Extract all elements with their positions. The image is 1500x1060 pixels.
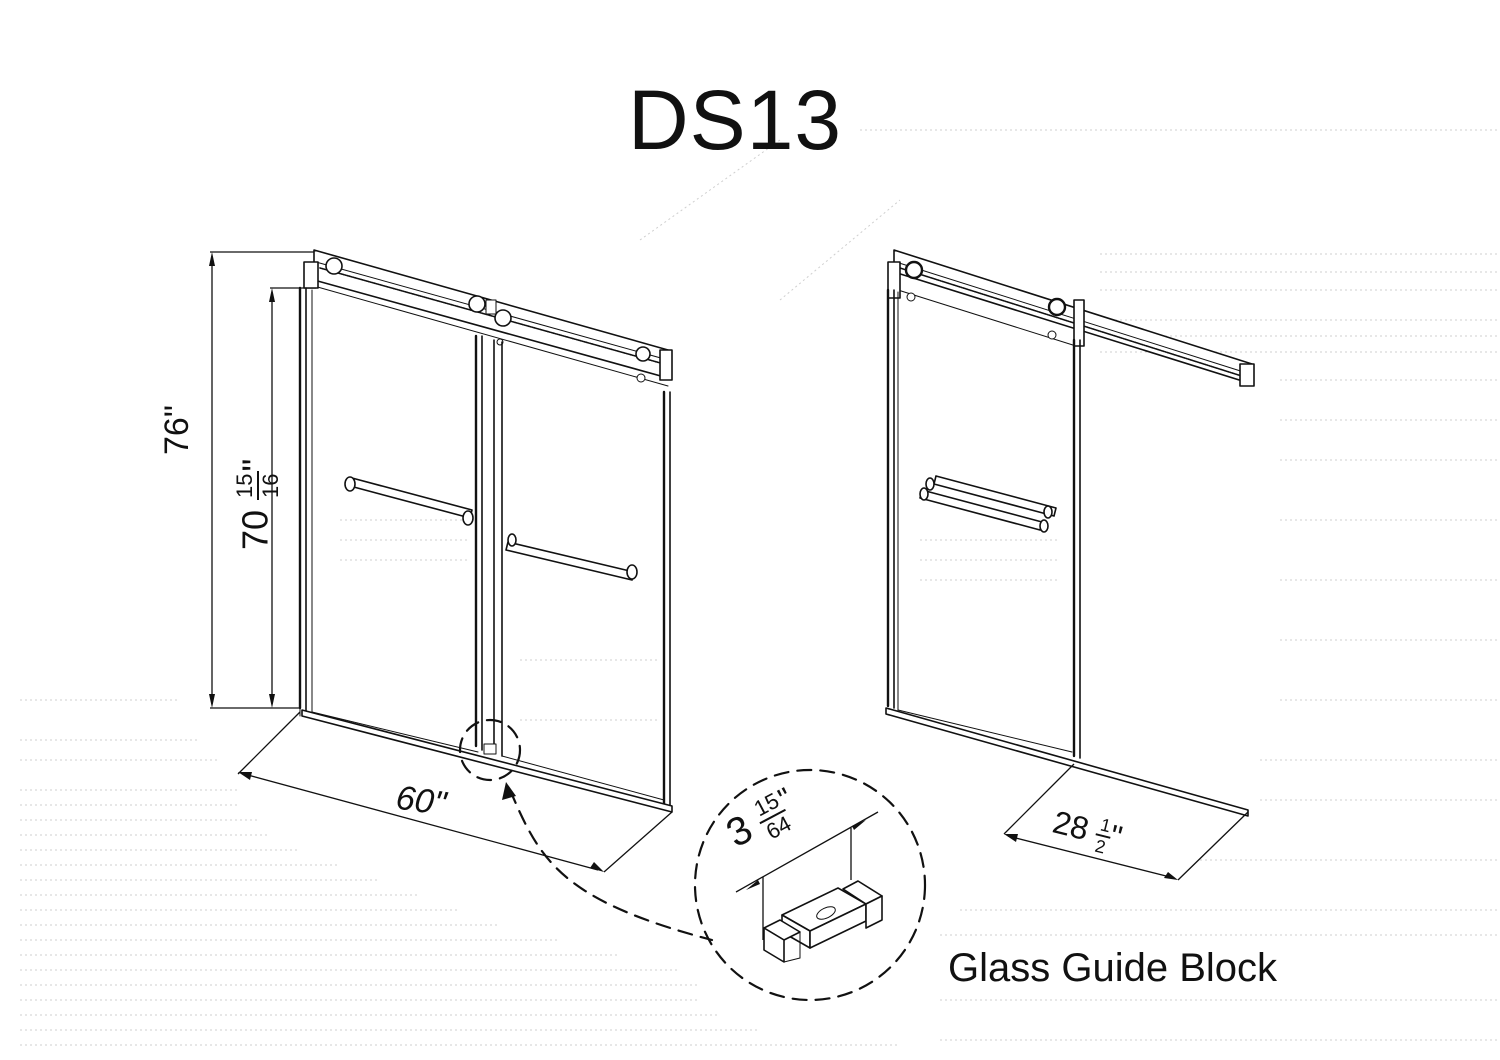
roller-icon: [494, 309, 512, 327]
detail-callout-marker: [458, 718, 522, 782]
dimension-76: [209, 251, 316, 709]
dimension-label-60: 60": [393, 778, 449, 824]
roller-icon: [325, 257, 343, 275]
detail-caption: Glass Guide Block: [948, 946, 1278, 990]
sliding-glass-panel: [493, 339, 671, 807]
dimension-28-1-2: [1003, 763, 1249, 881]
open-door-assembly: [885, 249, 1255, 881]
guide-block-icon: [763, 880, 883, 963]
roller-icon: [468, 295, 486, 313]
towel-bar-open: [919, 475, 1057, 533]
towel-bar-right: [505, 533, 638, 581]
rollers-open: [904, 260, 1067, 340]
guide-block-detail: [693, 768, 927, 1002]
rollers: [325, 257, 651, 383]
dimension-60: [237, 711, 673, 873]
dimension-70-15-16: [269, 287, 316, 708]
closed-door-assembly: [209, 249, 714, 942]
header-rail-open: [887, 249, 1255, 387]
page-title: DS13: [628, 73, 843, 167]
glass-panel-open: [886, 288, 1081, 759]
leader-arrow: [502, 782, 714, 942]
roller-icon: [635, 346, 651, 362]
watermark-lines: [20, 129, 1500, 1046]
fixed-glass-panel: [298, 286, 483, 753]
dimension-label-76: 76": [158, 405, 196, 455]
roller-icon: [904, 260, 924, 280]
bottom-sill-open: [885, 707, 1249, 817]
bottom-sill: [299, 705, 673, 813]
towel-bar-left: [344, 476, 474, 526]
roller-icon: [1047, 297, 1067, 317]
header-rail: [303, 249, 673, 387]
